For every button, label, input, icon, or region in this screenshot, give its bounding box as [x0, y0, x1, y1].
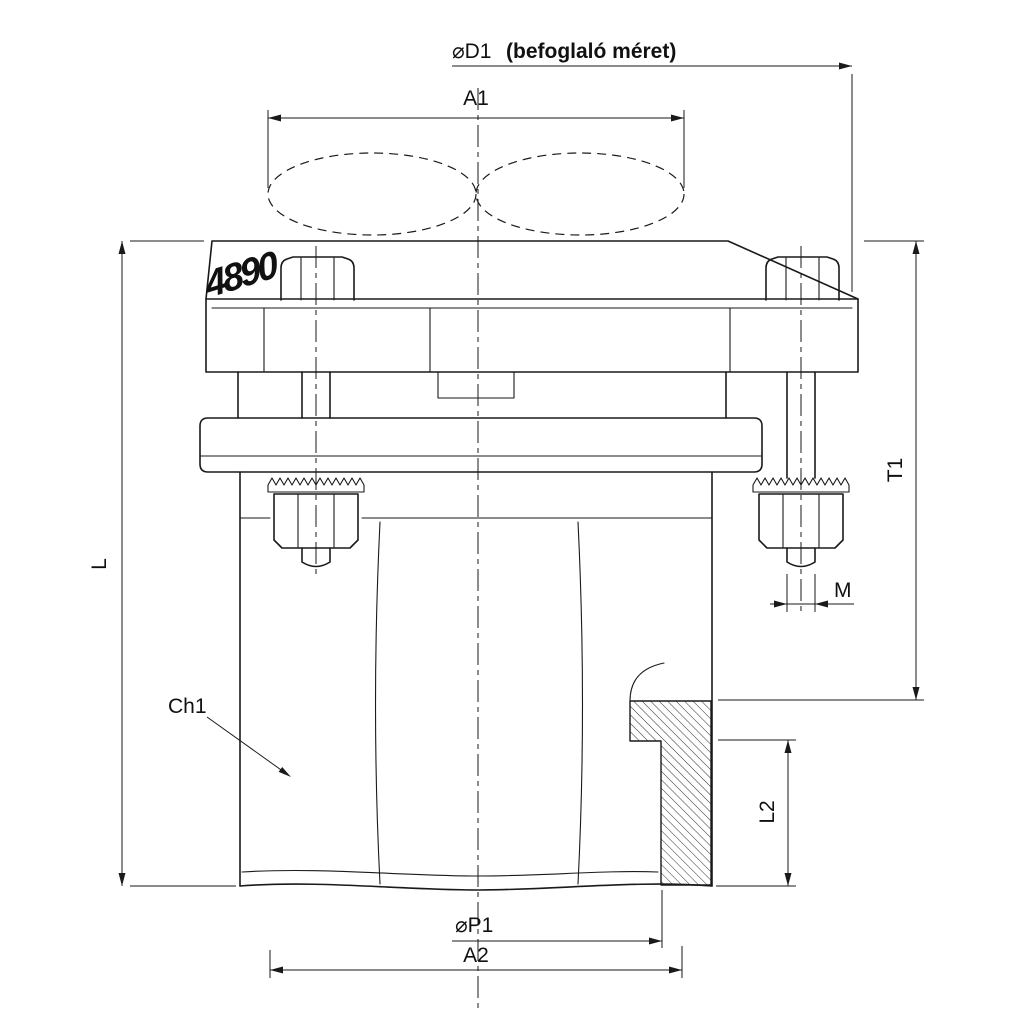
dimension-t1: T1	[718, 240, 924, 701]
d1-note-label: (befoglaló méret)	[506, 40, 676, 63]
t1-label: T1	[884, 458, 907, 483]
body-contour-line	[577, 521, 584, 885]
dimension-arrow	[118, 241, 126, 254]
center-lug-outline	[437, 371, 515, 399]
part-geometry	[199, 240, 859, 891]
dimension-m: M	[770, 574, 854, 612]
dimension-arrow	[649, 937, 662, 945]
centerlines	[315, 88, 802, 1012]
flange-ellipse-left	[267, 152, 477, 236]
dimension-arrow	[270, 966, 283, 974]
ch1-label: Ch1	[168, 695, 207, 718]
stamp-marking: 4890	[201, 243, 282, 307]
l2-label: L2	[756, 800, 779, 823]
section-fillet	[629, 662, 665, 702]
dimension-arrow	[268, 114, 281, 122]
dimension-arrow	[912, 687, 920, 700]
body-bottom-edge	[239, 883, 713, 891]
serrated-washer	[752, 477, 850, 493]
leader-ch1: Ch1	[168, 695, 291, 777]
d1-diameter-label: ⌀D1	[452, 40, 492, 63]
hex-head-outline	[765, 256, 840, 301]
a1-label: A1	[463, 87, 489, 110]
serrated-washer	[267, 477, 365, 493]
flange-top-projection	[267, 152, 685, 236]
dimension-d1: ⌀D1 (befoglaló méret)	[452, 40, 853, 292]
section-hatch-area	[629, 700, 712, 886]
hex-head-outline	[280, 256, 355, 301]
handwritten-mark: 4890	[201, 243, 282, 307]
bolt-assembly-left	[267, 256, 365, 568]
dimension-arrow	[669, 966, 682, 974]
lower-flange-outline	[199, 417, 763, 473]
body-contour-line	[374, 521, 381, 885]
hex-nut-outline	[758, 493, 844, 549]
a2-label: A2	[463, 944, 489, 967]
leader-line	[206, 716, 285, 773]
dimension-a1: A1	[267, 87, 685, 188]
dimension-arrow	[784, 740, 792, 753]
m-label: M	[834, 579, 852, 602]
dimension-arrow	[671, 114, 684, 122]
dimension-arrow	[118, 873, 126, 886]
dimension-a2: A2	[269, 944, 683, 978]
hex-nut-outline	[273, 493, 359, 549]
dimension-arrow	[912, 241, 920, 254]
dimension-p1: ⌀P1	[452, 890, 663, 948]
upper-flange-outline	[205, 298, 859, 373]
dimension-arrow	[839, 62, 852, 70]
dimension-l: L	[88, 240, 236, 887]
leader-arrow	[278, 767, 291, 777]
bolt-assembly-right	[752, 256, 850, 568]
dimension-l2: L2	[716, 739, 796, 887]
bolt-thread-tip	[786, 547, 816, 568]
bolt-thread-tip	[301, 547, 331, 568]
cap-outline	[205, 240, 859, 300]
flange-ellipse-right	[475, 152, 685, 236]
body-chamfer-line	[241, 869, 659, 877]
l-label: L	[88, 558, 111, 570]
dimension-arrow	[774, 600, 787, 608]
p1-label: ⌀P1	[455, 914, 493, 937]
dimension-arrow	[784, 873, 792, 886]
dimension-arrow	[815, 600, 828, 608]
